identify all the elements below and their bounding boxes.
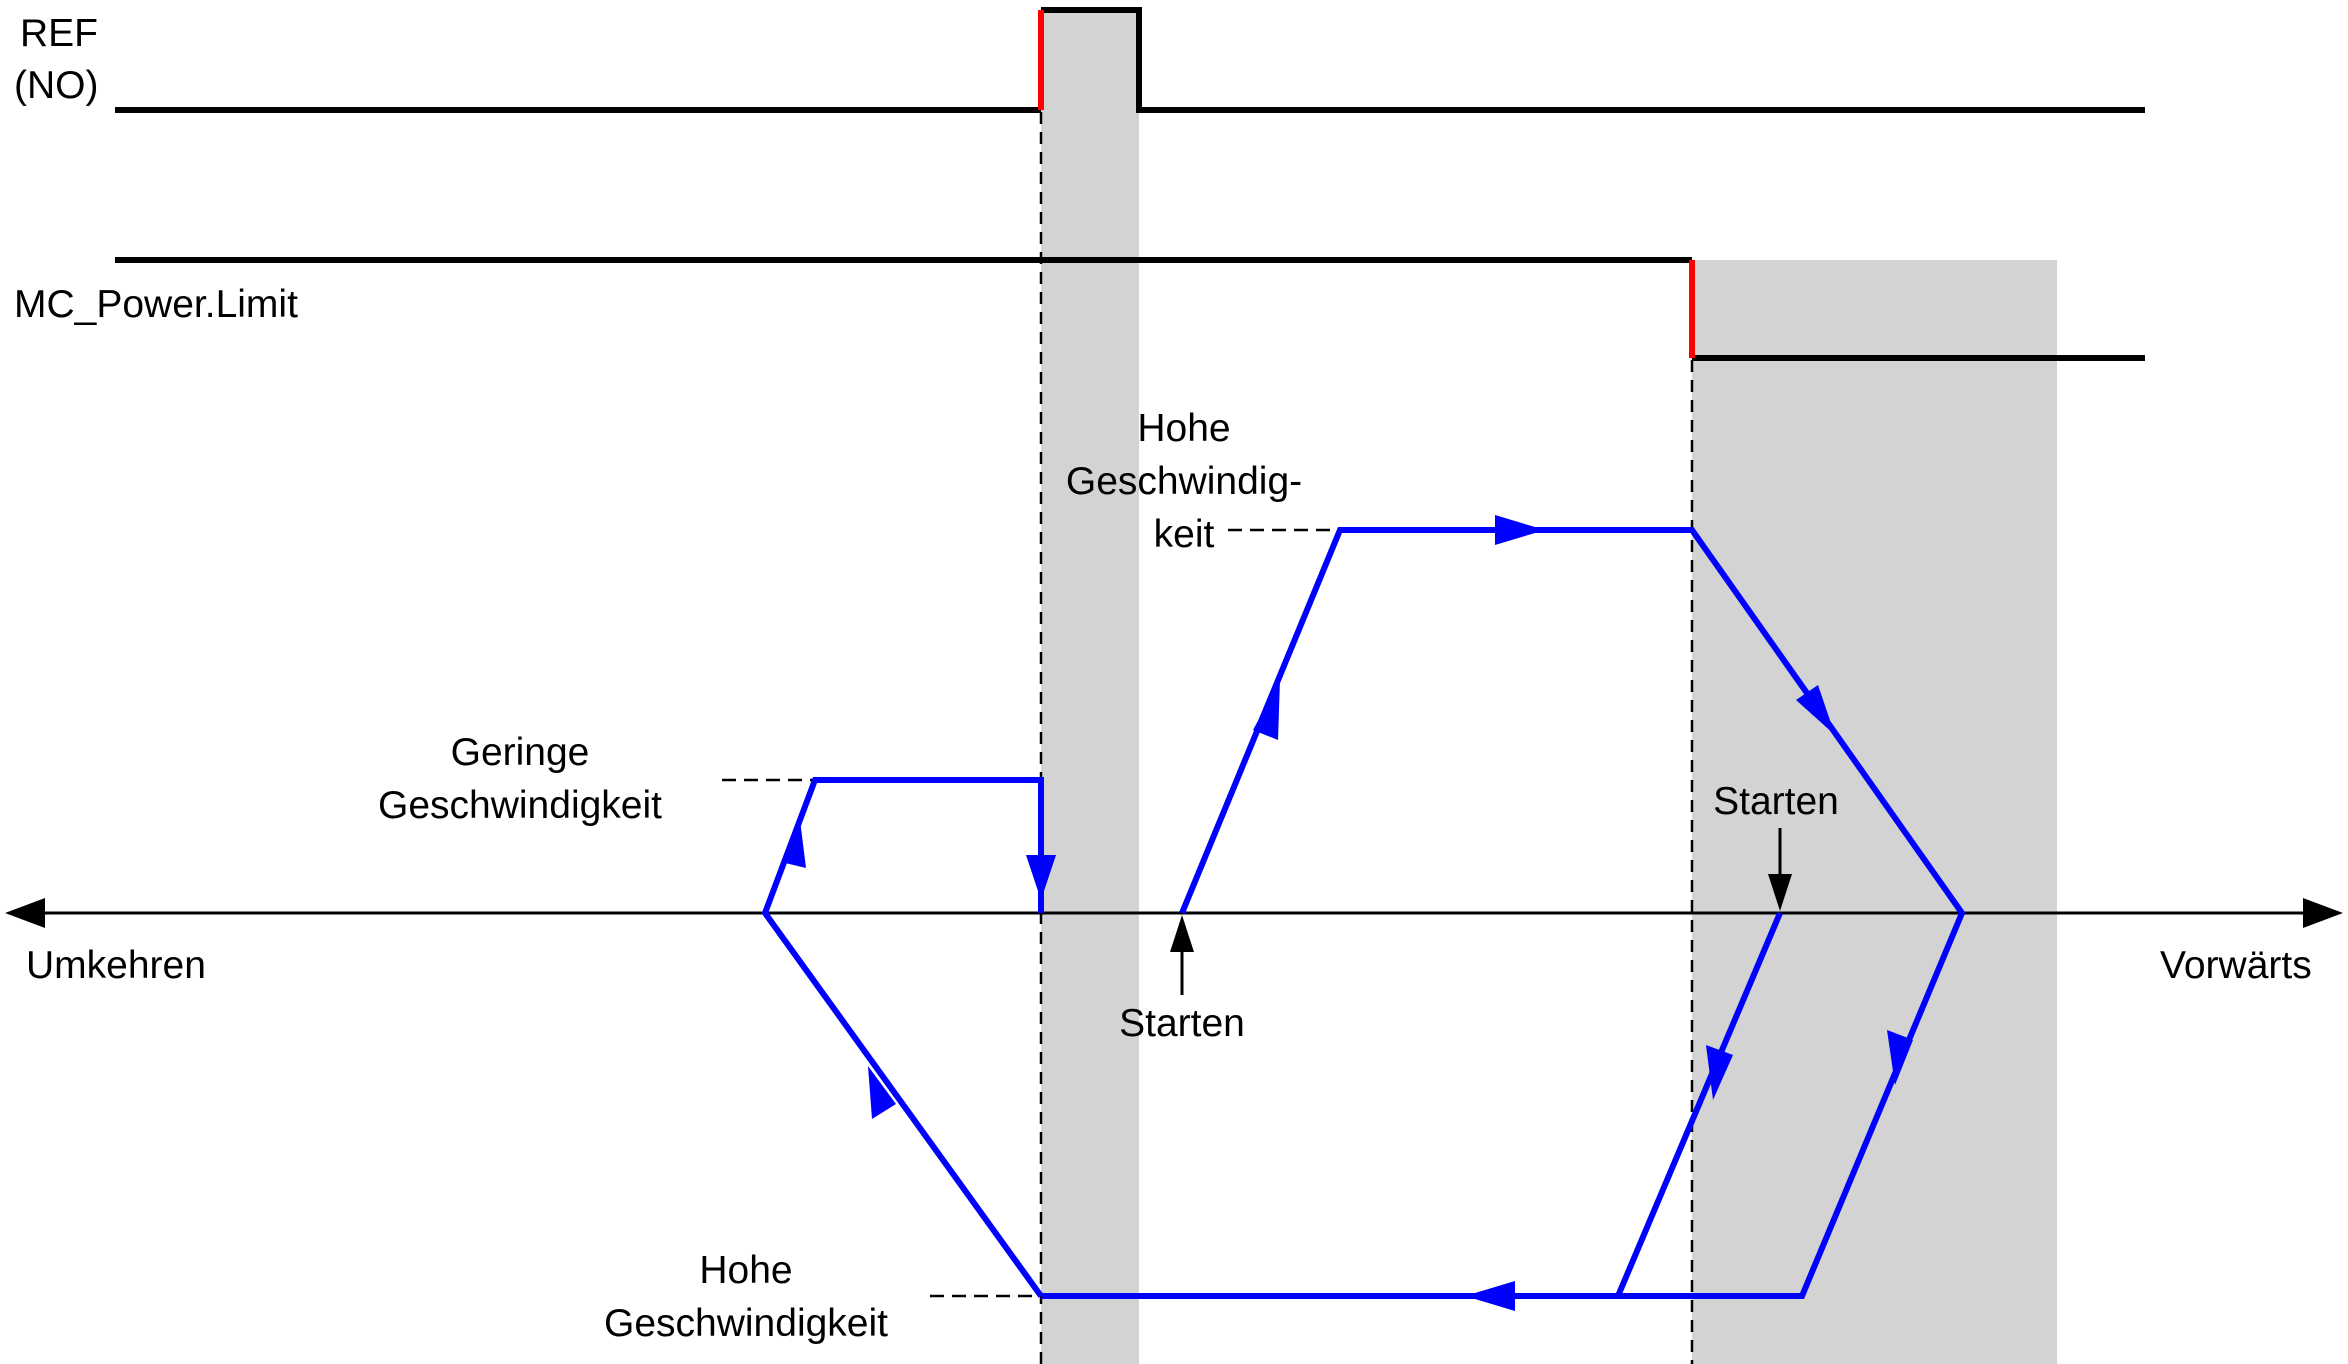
ref-signal	[115, 7, 2145, 113]
high-speed-top-line2: Geschwindig-	[1066, 460, 1302, 503]
high-speed-top-line3: keit	[1154, 513, 1215, 556]
axis-label-forward: Vorwärts	[2160, 944, 2312, 987]
arrow-down-ref	[1026, 855, 1056, 900]
arrow-down-restart	[1706, 1045, 1733, 1100]
high-speed-bottom-line2: Geschwindigkeit	[604, 1302, 888, 1345]
high-speed-top-line1: Hohe	[1137, 407, 1230, 450]
axis-label-reverse: Umkehren	[26, 944, 206, 987]
ref-label-line1: REF	[20, 12, 98, 55]
direction-arrows	[781, 515, 1913, 1311]
low-speed-line2: Geschwindigkeit	[378, 784, 662, 827]
arrow-down-decel	[1796, 685, 1835, 735]
limit-signal	[115, 257, 2145, 361]
limit-label: MC_Power.Limit	[14, 283, 298, 326]
start-label-2: Starten	[1713, 780, 1839, 823]
trajectory-restart-reverse	[1615, 911, 1783, 1298]
low-speed-line1: Geringe	[451, 731, 590, 774]
trajectory-low-speed	[761, 777, 1044, 1298]
ref-label-line2: (NO)	[14, 64, 98, 107]
arrow-up-low-speed	[781, 820, 806, 868]
high-speed-bottom-line1: Hohe	[699, 1249, 792, 1292]
direction-axis	[5, 898, 2343, 928]
shaded-zone-limit	[1692, 260, 2057, 1364]
axis-arrow-left	[5, 898, 45, 928]
start-pointer-1	[1170, 915, 1194, 995]
arrow-right-high	[1495, 515, 1545, 545]
arrow-left-bottom	[1465, 1281, 1515, 1311]
arrow-up-accel	[1253, 680, 1280, 740]
arrow-up-return	[868, 1066, 896, 1119]
axis-arrow-right	[2303, 898, 2343, 928]
arrow-down-right	[1887, 1030, 1913, 1085]
start-label-1: Starten	[1119, 1002, 1245, 1045]
start-pointer-2	[1768, 828, 1792, 911]
shaded-zone-ref	[1041, 10, 1139, 1364]
